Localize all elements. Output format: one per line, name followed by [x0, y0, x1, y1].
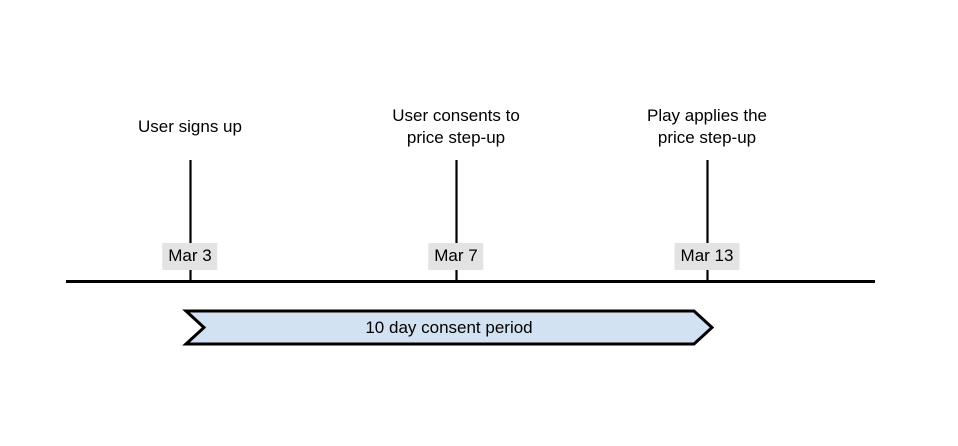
event-caption-stepup-applied: Play applies the price step-up — [647, 105, 767, 149]
caption-line: price step-up — [406, 128, 506, 147]
caption-line: Play applies the — [646, 106, 768, 125]
event-caption-consent: User consents to price step-up — [392, 105, 520, 149]
event-caption-signup: User signs up — [138, 116, 242, 138]
consent-period-label: 10 day consent period — [365, 318, 533, 337]
caption-line: User consents to — [392, 106, 520, 125]
date-chip-signup: Mar 3 — [162, 243, 218, 270]
caption-line: User signs up — [138, 117, 242, 136]
date-chip-stepup-applied: Mar 13 — [674, 243, 740, 270]
consent-period-banner — [182, 309, 715, 346]
date-chip-consent: Mar 7 — [428, 243, 484, 270]
caption-line: price step-up — [657, 128, 757, 147]
